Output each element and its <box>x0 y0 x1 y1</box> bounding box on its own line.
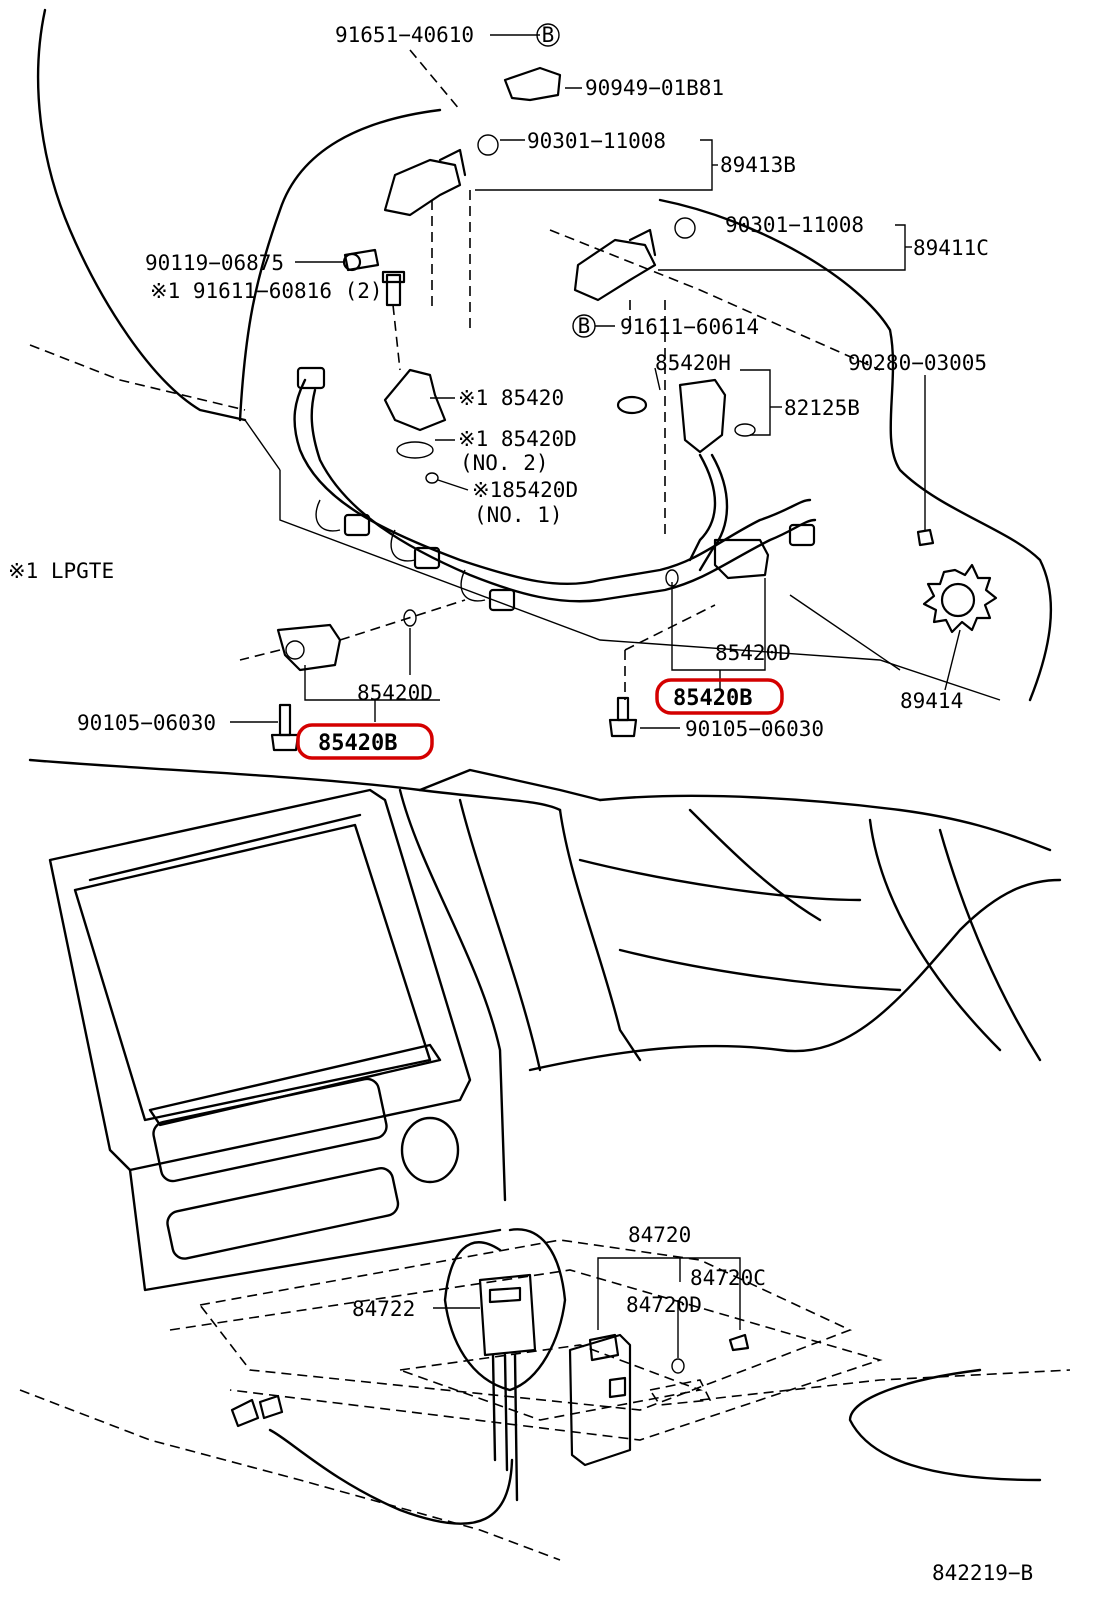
label-no2: (NO. 2) <box>460 451 549 475</box>
label-91611-60816: ※1 91611−60816 (2) <box>150 279 383 303</box>
label-diagram-ref: 842219−B <box>932 1561 1033 1585</box>
label-85420: ※1 85420 <box>458 386 564 410</box>
sensor-89411c <box>573 217 696 302</box>
sensor-85420 <box>383 368 447 484</box>
bolt-91611-60816 <box>381 270 406 307</box>
label-84720: 84720 <box>628 1223 691 1247</box>
sensor-82125b <box>616 378 756 454</box>
label-90301-11008-b: 90301−11008 <box>725 213 864 237</box>
label-90301-11008-a: 90301−11008 <box>527 129 666 153</box>
label-90105-06030-right: 90105−06030 <box>685 717 824 741</box>
label-85420b-right: 85420B <box>673 686 752 711</box>
label-85420d-left: 85420D <box>357 681 433 705</box>
label-85420d-right: 85420D <box>715 641 791 665</box>
leader-lines-lower <box>433 1257 741 1358</box>
leader-lines-upper <box>230 34 961 729</box>
label-90105-06030-left: 90105−06030 <box>77 711 216 735</box>
highlight-85420b-right <box>655 678 784 715</box>
label-85420d-no2: ※1 85420D <box>458 427 577 451</box>
switch-84720 <box>568 1333 750 1467</box>
badge-b-top-text: B <box>542 23 555 47</box>
label-90949-01b81: 90949−01B81 <box>585 76 724 100</box>
gear-89414 <box>916 528 998 634</box>
sensor-85420d-left <box>276 609 417 672</box>
label-89413b: 89413B <box>720 153 796 177</box>
label-85420h: 85420H <box>655 351 731 375</box>
bolt-90105-left <box>270 703 300 752</box>
bolt-90105-right <box>608 696 638 738</box>
badge-b-top: B <box>536 23 560 47</box>
label-84722: 84722 <box>352 1297 415 1321</box>
dashboard-outline <box>19 758 1071 1561</box>
label-85420d-no1: ※185420D <box>472 478 578 502</box>
label-84720c: 84720C <box>690 1266 766 1290</box>
highlight-85420b-left <box>296 723 434 760</box>
sensor-89413b <box>383 134 499 217</box>
label-85420b-left: 85420B <box>318 731 397 756</box>
label-90280-03005: 90280−03005 <box>848 351 987 375</box>
label-84720d: 84720D <box>626 1293 702 1317</box>
label-89411c: 89411C <box>913 236 989 260</box>
badge-b-lower: B <box>572 314 596 338</box>
label-no1: (NO. 1) <box>474 503 563 527</box>
badge-b-lower-text: B <box>578 314 591 338</box>
clip-90949 <box>503 66 562 102</box>
label-91611-60614: 91611−60614 <box>620 315 759 339</box>
label-82125b: 82125B <box>784 396 860 420</box>
engine-outline <box>29 8 1053 702</box>
label-lpgte: ※1 LPGTE <box>8 559 114 583</box>
label-91651-40610: 91651−40610 <box>335 23 474 47</box>
bolt-90119 <box>342 248 380 272</box>
switch-84722 <box>230 1273 537 1525</box>
wire-harness <box>293 366 817 612</box>
label-90119-06875: 90119−06875 <box>145 251 284 275</box>
label-89414: 89414 <box>900 689 963 713</box>
